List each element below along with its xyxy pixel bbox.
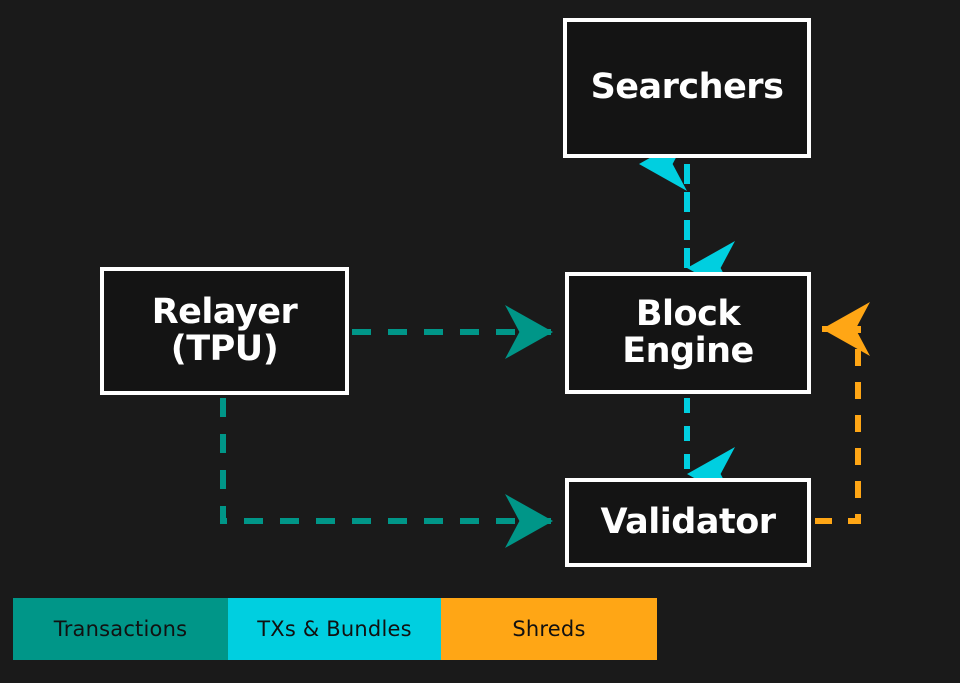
node-block-engine[interactable]: Block Engine: [565, 272, 811, 394]
edge-relayer-validator: [220, 398, 553, 548]
node-block-engine-label: Block Engine: [622, 293, 754, 371]
legend-item-txs-bundles-label: TXs & Bundles: [257, 617, 412, 641]
node-searchers-label: Searchers: [590, 67, 784, 108]
legend-item-shreds: Shreds: [441, 598, 657, 660]
node-validator-label: Validator: [600, 501, 777, 542]
legend-item-txs-bundles: TXs & Bundles: [228, 598, 441, 660]
legend-item-shreds-label: Shreds: [512, 617, 586, 641]
legend: Transactions TXs & Bundles Shreds: [13, 598, 657, 660]
node-validator[interactable]: Validator: [565, 478, 811, 567]
node-relayer-label: Relayer (TPU): [151, 291, 298, 369]
edge-validator-block-engine: [815, 302, 870, 524]
legend-item-transactions: Transactions: [13, 598, 228, 660]
legend-item-transactions-label: Transactions: [53, 617, 188, 641]
node-relayer[interactable]: Relayer (TPU): [100, 267, 349, 395]
node-searchers[interactable]: Searchers: [563, 18, 811, 158]
